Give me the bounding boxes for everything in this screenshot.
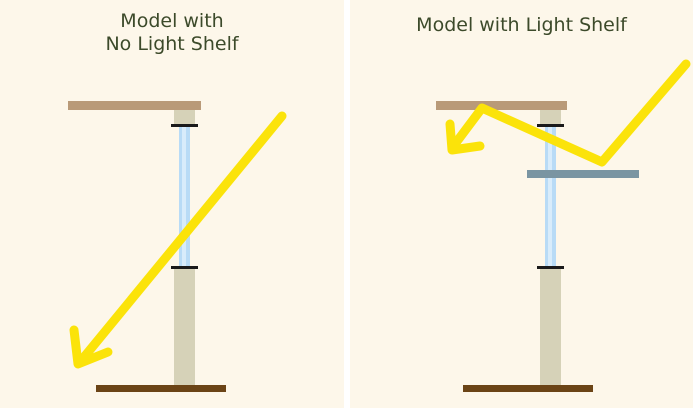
panel-title: Model with No Light Shelf xyxy=(0,10,344,56)
panel-title-line-1: Model with Light Shelf xyxy=(416,14,627,36)
window-head xyxy=(537,124,564,127)
ceiling xyxy=(68,101,201,110)
window-sill xyxy=(537,266,564,269)
wall-upper xyxy=(174,110,195,126)
window-glass-highlight xyxy=(548,126,552,267)
section-drawing xyxy=(68,101,287,392)
panel-title-line-1: Model with xyxy=(120,10,224,32)
sunlight-arrow xyxy=(69,111,287,369)
floor xyxy=(463,385,593,392)
wall-lower xyxy=(174,269,195,385)
light-shelf xyxy=(527,170,639,178)
panel-with-light-shelf: Model with Light Shelf xyxy=(350,0,693,408)
panel-title: Model with Light Shelf xyxy=(350,14,693,37)
panel-no-light-shelf: Model with No Light Shelf xyxy=(0,0,344,408)
window-glass-highlight xyxy=(182,126,186,267)
wall-upper xyxy=(540,110,561,126)
window-head xyxy=(171,124,198,127)
floor xyxy=(96,385,226,392)
section-drawing xyxy=(436,59,691,392)
ceiling xyxy=(436,101,567,110)
wall-lower xyxy=(540,269,561,385)
panel-title-line-2: No Light Shelf xyxy=(105,33,239,55)
window-sill xyxy=(171,266,198,269)
sunlight-arrow xyxy=(445,59,691,167)
